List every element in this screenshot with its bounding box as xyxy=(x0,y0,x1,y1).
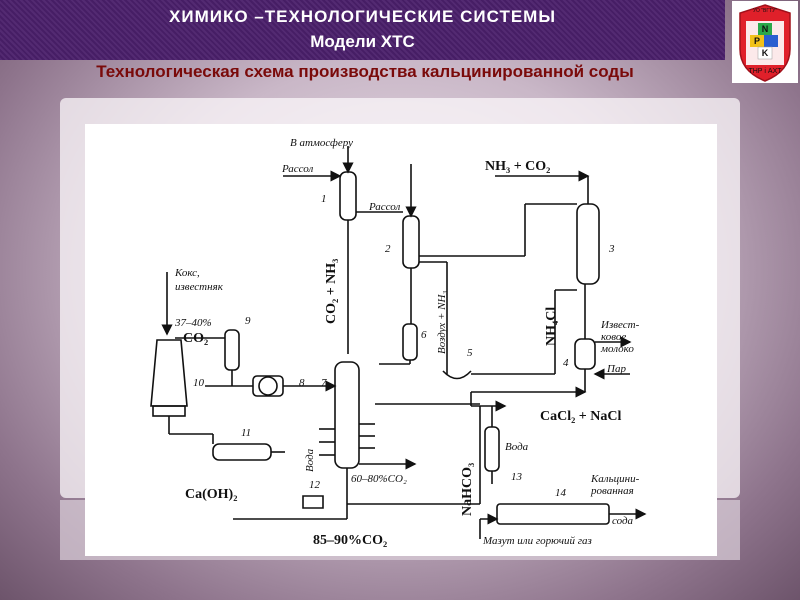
title-banner: ХИМИКО –ТЕХНОЛОГИЧЕСКИЕ СИСТЕМЫ Модели Х… xyxy=(0,0,725,60)
logo-letter-p: P xyxy=(754,36,760,46)
label-co2: CO₂ xyxy=(183,331,208,346)
apparatus-9-column xyxy=(224,329,240,371)
university-logo: N P K УО "ВГТУ" ТНР і АХТ xyxy=(732,1,798,83)
label-brine-in: Рассол xyxy=(281,163,314,175)
label-coke-1: Кокс, xyxy=(174,267,200,279)
label-caoh2: Ca(OH)₂ xyxy=(185,487,237,502)
logo-letter-k: K xyxy=(762,48,769,58)
label-soda-3: сода xyxy=(612,515,634,527)
label-coke-2: известняк xyxy=(175,281,224,293)
label-fuel: Мазут или горючий газ xyxy=(482,535,592,547)
number-14: 14 xyxy=(555,487,567,499)
label-brine-mid: Рассол xyxy=(368,201,401,213)
apparatus-10-kiln xyxy=(150,339,188,407)
label-soda-1: Кальцини- xyxy=(590,473,640,485)
label-co2-85-90: 85–90%CO₂ xyxy=(313,533,387,548)
slide-title: ХИМИКО –ТЕХНОЛОГИЧЕСКИЕ СИСТЕМЫ xyxy=(169,7,556,26)
label-atmosphere: В атмосферу xyxy=(290,137,353,149)
logo-bottom-text: ТНР і АХТ xyxy=(748,67,782,75)
number-6: 6 xyxy=(421,329,427,341)
label-lime-milk-1: Извест- xyxy=(600,319,640,331)
process-diagram: В атмосферу Рассол Рассол NH₃ + CO₂ Кокс… xyxy=(85,124,717,556)
soda-process-schematic: В атмосферу Рассол Рассол NH₃ + CO₂ Кокс… xyxy=(150,137,647,548)
apparatus-14-calciner xyxy=(496,503,610,525)
apparatus-5-filter xyxy=(442,370,472,380)
label-cacl2-nacl: CaCl₂ + NaCl xyxy=(540,409,622,424)
apparatus-4-column xyxy=(574,338,596,370)
label-water-left: Вода xyxy=(304,448,316,472)
number-8: 8 xyxy=(299,377,305,389)
logo-shield-icon: N P K УО "ВГТУ" ТНР і АХТ xyxy=(739,4,791,82)
label-steam: Пар xyxy=(606,363,626,375)
apparatus-1-column xyxy=(339,171,357,221)
number-11: 11 xyxy=(241,427,251,439)
logo-top-text: УО "ВГТУ" xyxy=(753,8,777,14)
number-2: 2 xyxy=(385,243,391,255)
label-lime-milk-2: ковое xyxy=(601,331,626,343)
apparatus-7-column xyxy=(334,361,360,469)
number-10: 10 xyxy=(193,377,205,389)
apparatus-2-column xyxy=(402,215,420,269)
apparatus-12-pump xyxy=(302,495,324,509)
number-3: 3 xyxy=(608,243,615,255)
apparatus-13-filter xyxy=(484,426,500,472)
label-air-nh3: Воздух + NH₃ xyxy=(436,291,448,354)
label-soda-2: рованная xyxy=(590,485,634,497)
number-9: 9 xyxy=(245,315,251,327)
number-1: 1 xyxy=(321,193,327,205)
label-nh3-co2-top: NH₃ + CO₂ xyxy=(485,159,550,174)
apparatus-6-column xyxy=(402,323,418,361)
label-lime-milk-3: молоко xyxy=(600,343,634,355)
apparatus-8-compressor xyxy=(258,376,278,396)
number-7: 7 xyxy=(321,377,327,389)
logo-letter-n: N xyxy=(762,24,769,34)
label-water-right: Вода xyxy=(505,441,529,453)
slide-subtitle: Модели ХТС xyxy=(310,32,415,51)
label-nh4cl: NH₄Cl xyxy=(544,307,559,346)
diagram-caption: Технологическая схема производства кальц… xyxy=(96,62,634,81)
number-13: 13 xyxy=(511,471,523,483)
label-nahco3: NaHCO₃ xyxy=(460,463,475,516)
apparatus-11-slaker xyxy=(212,443,272,461)
label-co2-nh3: CO₂ + NH₃ xyxy=(324,259,339,324)
number-12: 12 xyxy=(309,479,321,491)
apparatus-3-column xyxy=(576,203,600,285)
label-co2-pct: 37–40% xyxy=(174,317,212,329)
number-5: 5 xyxy=(467,347,473,359)
number-4: 4 xyxy=(563,357,569,369)
label-co2-60-80: 60–80%CO₂ xyxy=(351,473,407,485)
